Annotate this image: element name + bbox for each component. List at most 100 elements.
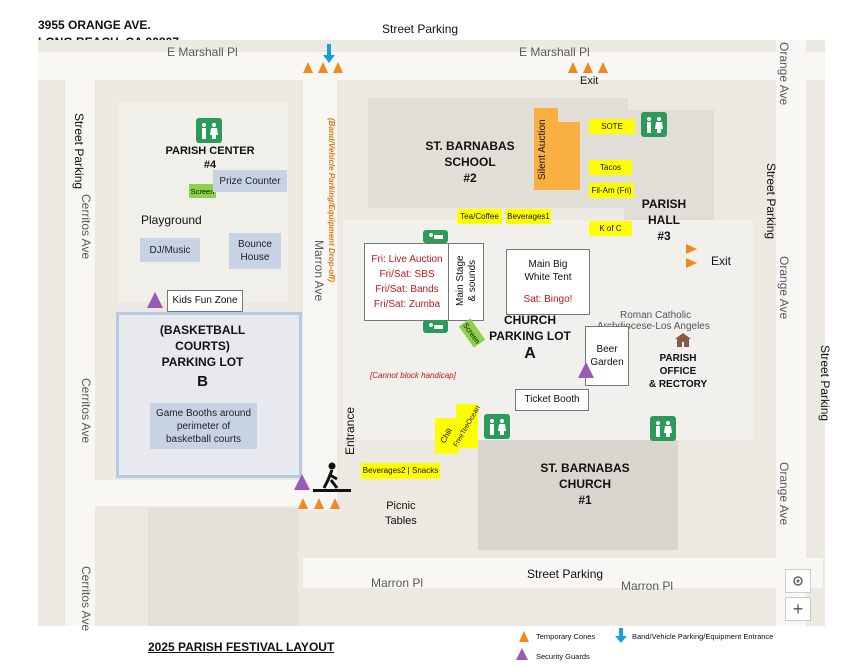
tent-bingo: Sat: Bingo!: [523, 293, 573, 305]
school-num: #2: [463, 171, 477, 185]
legend-guard-icon: [516, 648, 528, 660]
locate-button[interactable]: [785, 569, 811, 593]
school-title: ST. BARNABAS: [425, 139, 515, 153]
cone-icon: [303, 62, 313, 73]
legend-guards: Security Guards: [536, 652, 590, 661]
church-num: #1: [578, 493, 592, 507]
main-stage-line1: Main Stage: [455, 255, 466, 306]
restroom-icon-parish-center: [196, 118, 222, 143]
main-stage-line2: & sounds: [467, 259, 478, 302]
legend-band: Band/Vehicle Parking/Equipment Entrance: [632, 632, 774, 641]
basketball-line3: PARKING LOT: [161, 355, 244, 369]
restroom-icon-church-right: [650, 416, 676, 441]
church-title-2: CHURCH: [559, 477, 611, 491]
cone-icon: [314, 498, 324, 509]
silent-auction-label: Silent Auction: [537, 119, 548, 180]
playground-label: Playground: [141, 213, 202, 227]
picnic-line2: Tables: [385, 515, 417, 528]
cerritos-label-3: Cerritos Ave: [79, 566, 93, 632]
marron-pl-right-label: Marron Pl: [621, 579, 674, 593]
restroom-icon-church-left: [484, 414, 510, 439]
booth-sote[interactable]: SOTE: [589, 119, 635, 134]
cone-icon: [568, 62, 578, 73]
basketball-court: [116, 312, 302, 478]
screen-parish-center: Screen: [189, 184, 216, 198]
street-parking-bottom: Street Parking: [527, 567, 604, 581]
booth-beverages2[interactable]: Beverages2 | Snacks: [361, 463, 440, 479]
cone-icon: [686, 244, 697, 254]
stage-bands: Fri/Sat: Bands: [375, 284, 439, 295]
main-stage: Main Stage & sounds: [448, 243, 484, 321]
booth-chili[interactable]: Chili: [435, 418, 459, 454]
lower-block-left: [148, 508, 298, 626]
church-building-icon: [675, 333, 691, 347]
parish-hall-num: #3: [657, 229, 671, 243]
church-lot-line1: CHURCH: [504, 313, 556, 327]
stage-fri: Fri: Live Auction: [371, 254, 443, 265]
prize-counter: Prize Counter: [213, 170, 287, 192]
street-lower-left: [95, 480, 303, 506]
cone-icon: [333, 62, 343, 73]
beer-line1: Beer: [596, 343, 618, 355]
tent-line1: Main Big: [528, 258, 568, 270]
restroom-icon-hall: [641, 112, 667, 137]
booth-filam[interactable]: Fil-Am (Fri): [589, 183, 634, 198]
tent-line2: White Tent: [524, 272, 572, 284]
beer-line2: Garden: [590, 357, 624, 368]
cone-icon: [598, 62, 608, 73]
basketball-letter: B: [197, 373, 208, 390]
band-dropoff-label: (Band/Vehicle Parking/Equipment Drop-off…: [327, 118, 336, 283]
cone-icon: [318, 62, 328, 73]
cone-icon: [330, 498, 340, 509]
parish-office-line2: OFFICE: [659, 366, 697, 377]
marshall-right-label: E Marshall Pl: [519, 45, 590, 59]
booth-tea-coffee[interactable]: Tea/Coffee: [457, 209, 502, 224]
zoom-in-button[interactable]: +: [785, 597, 811, 621]
orange-label-2: Orange Ave: [777, 256, 791, 320]
pedestrian-crossing-icon: [313, 462, 351, 492]
booth-kofc[interactable]: K of C: [589, 221, 632, 236]
legend-band-arrow-icon: [615, 628, 627, 643]
school-title-2: SCHOOL: [444, 155, 496, 169]
legend-cone-icon: [519, 631, 529, 642]
dj-music: DJ/Music: [140, 238, 200, 262]
orange-label-3: Orange Ave: [777, 462, 791, 526]
ticket-booth[interactable]: Ticket Booth: [515, 389, 589, 411]
stage-schedule: Fri: Live Auction Fri/Sat: SBS Fri/Sat: …: [364, 243, 450, 321]
basketball-line1: (BASKETBALL: [159, 323, 246, 337]
parish-office-line3: & RECTORY: [648, 379, 708, 390]
security-guard-kids: [147, 292, 163, 308]
street-parking-left: Street Parking: [72, 113, 86, 190]
main-tent: Main Big White Tent Sat: Bingo!: [506, 249, 590, 315]
booth-freeze-label: FreeTeeOcean: [452, 404, 482, 448]
street-marshall: [38, 52, 825, 80]
street-cerritos: [65, 60, 95, 626]
page-title: 2025 PARISH FESTIVAL LAYOUT: [148, 640, 335, 654]
marron-ave-label: Marron Ave: [312, 240, 326, 302]
marron-pl-left-label: Marron Pl: [371, 576, 424, 590]
legend-cones: Temporary Cones: [536, 632, 596, 641]
street-marron-ave: [303, 60, 337, 510]
game-booths-line1: Game Booths around: [155, 407, 252, 419]
handicap-note: [Cannot block handicap]: [370, 371, 456, 380]
cone-icon: [298, 498, 308, 509]
picnic-line1: Picnic: [386, 500, 416, 512]
cone-icon: [583, 62, 593, 73]
parish-office-line1: PARISH: [659, 353, 697, 364]
booth-beverages1[interactable]: Beverages1: [506, 209, 551, 224]
bounce-line1: Bounce: [238, 239, 272, 250]
archdiocese-line2: Archdiocese-Los Angeles: [597, 321, 710, 332]
orange-label-1: Orange Ave: [777, 42, 791, 106]
parish-center-num: #4: [203, 159, 217, 171]
school-bldg: [368, 98, 628, 208]
archdiocese-line1: Roman Catholic: [620, 310, 692, 321]
street-parking-top: Street Parking: [382, 22, 459, 36]
restroom-icon-stage-top: [423, 230, 448, 243]
booth-tacos[interactable]: Tacos: [589, 160, 632, 175]
kids-fun-zone: Kids Fun Zone: [167, 290, 243, 312]
stage-zumba: Fri/Sat: Zumba: [373, 299, 441, 310]
booth-freeze[interactable]: FreeTeeOcean: [452, 404, 482, 448]
parish-hall-title-2: HALL: [648, 213, 680, 227]
parish-center-title: PARISH CENTER: [165, 145, 255, 157]
exit-top-label: Exit: [580, 75, 599, 87]
